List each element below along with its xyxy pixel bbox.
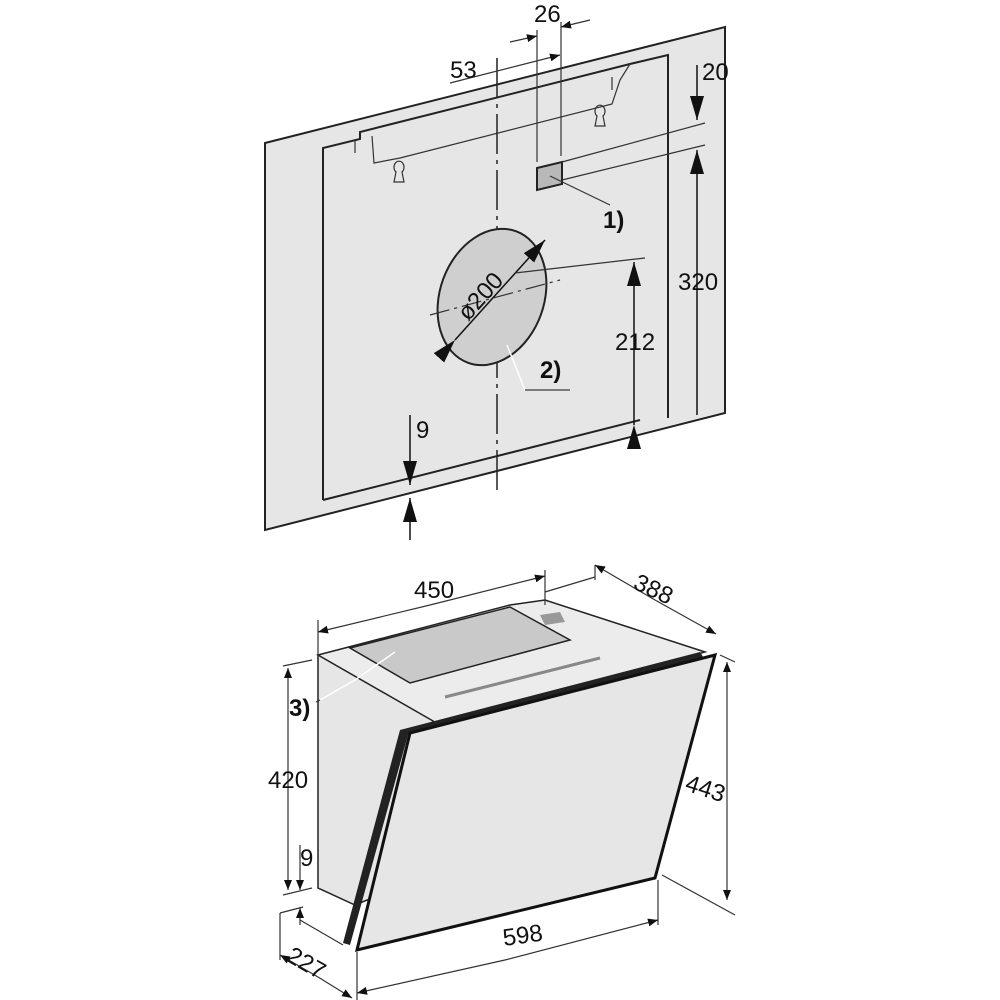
dim-598-label: 598 <box>501 920 544 952</box>
keyhole-slot-right-icon <box>594 104 606 127</box>
glass-front-panel <box>354 652 718 953</box>
wall-mounting-plate <box>264 19 726 540</box>
dim-450-label: 450 <box>414 577 454 604</box>
callout-3-label: 3) <box>289 695 310 722</box>
dim-26-label: 26 <box>534 1 561 28</box>
callout-2-label: 2) <box>540 357 561 384</box>
dim-420-label: 420 <box>268 767 308 794</box>
dim-9-hood-label: 9 <box>300 845 313 872</box>
dim-443-label: 443 <box>682 770 728 808</box>
keyhole-slot-left-icon <box>393 160 405 183</box>
callout-1-label: 1) <box>603 207 624 234</box>
grease-filter <box>348 606 572 684</box>
dim-212-label: 212 <box>615 329 655 356</box>
dim-388-label: 388 <box>629 569 677 610</box>
dim-227-label: 227 <box>282 942 330 985</box>
dim-320-label: 320 <box>678 269 718 296</box>
dim-9-wall-label: 9 <box>416 417 429 444</box>
dim-20-label: 20 <box>702 59 729 86</box>
cooker-hood <box>279 564 736 1000</box>
socket-position <box>536 160 563 192</box>
dim-53-label: 53 <box>450 57 477 84</box>
